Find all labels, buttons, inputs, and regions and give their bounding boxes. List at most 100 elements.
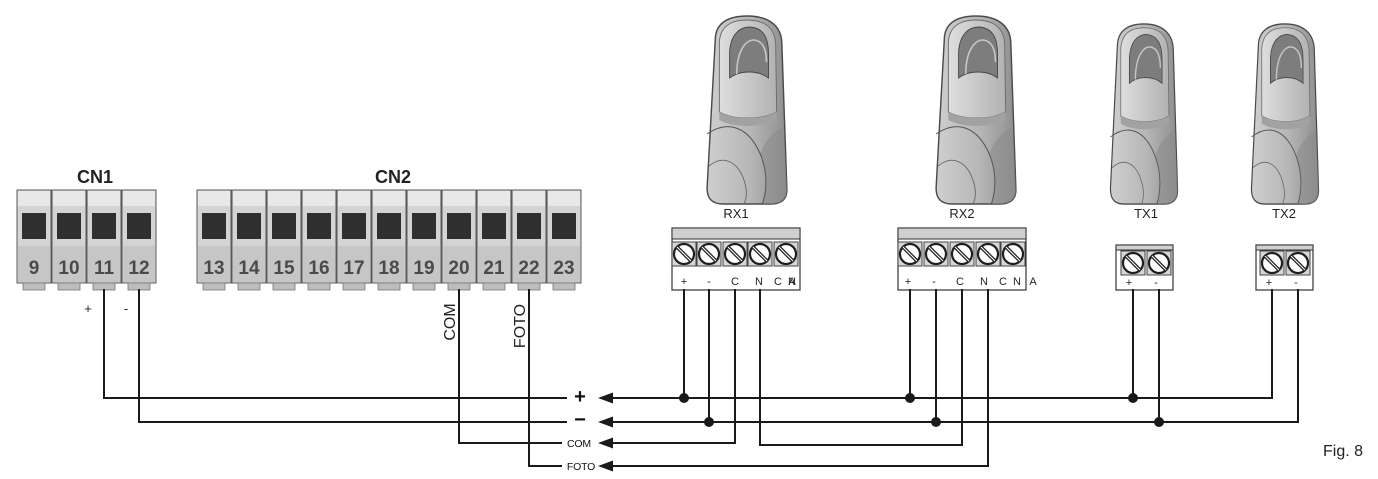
screw-terminal-icon bbox=[1259, 250, 1285, 276]
terminal-window bbox=[307, 213, 331, 239]
screw-terminal-icon bbox=[671, 241, 697, 267]
tx1-terminal-label: - bbox=[1154, 277, 1158, 289]
cn2-terminal-15: 15 bbox=[266, 189, 302, 291]
screw-terminal-icon bbox=[696, 241, 722, 267]
rx2-terminal-label: A bbox=[1029, 276, 1037, 288]
terminal-face bbox=[338, 246, 370, 282]
screw-terminal-icon bbox=[1000, 241, 1026, 267]
cn1-label: CN1 bbox=[77, 167, 113, 187]
tx1-terminal-block: TX1+- bbox=[1115, 206, 1174, 291]
tx2-terminal-block: TX2 + - bbox=[1255, 206, 1314, 291]
tx2-terminal-label: - bbox=[1294, 277, 1298, 289]
wire-cn1-minus bbox=[138, 289, 567, 423]
cn2-foto-label: FOTO bbox=[512, 304, 529, 348]
cn1-plus-label: + bbox=[84, 301, 92, 316]
cn2-terminal-18: 18 bbox=[371, 189, 407, 291]
tx2-terminal-label: + bbox=[1266, 277, 1272, 289]
wire-rx1-rx2-series bbox=[759, 289, 963, 446]
rx1-photocell-icon bbox=[706, 15, 788, 205]
bus-plus-line bbox=[611, 289, 1273, 399]
terminal-number: 23 bbox=[553, 258, 574, 279]
terminal-block-top bbox=[671, 227, 801, 240]
terminal-top bbox=[123, 191, 155, 206]
screw-terminal-icon bbox=[747, 241, 773, 267]
screw-slot-gap bbox=[928, 246, 944, 262]
terminal-number: 14 bbox=[238, 258, 260, 279]
terminal-number: 20 bbox=[448, 258, 469, 279]
cn2-terminal-21: 21 bbox=[476, 189, 512, 291]
terminal-block-top bbox=[897, 227, 1027, 240]
terminal-top bbox=[233, 191, 265, 206]
terminal-face bbox=[373, 246, 405, 282]
terminal-window bbox=[482, 213, 506, 239]
rx1-label: RX1 bbox=[723, 206, 748, 221]
bus-com-arrow-icon bbox=[598, 437, 613, 449]
terminal-window bbox=[57, 213, 81, 239]
terminal-top bbox=[268, 191, 300, 206]
terminal-face bbox=[303, 246, 335, 282]
terminal-top bbox=[443, 191, 475, 206]
tx2-label: TX2 bbox=[1272, 206, 1296, 221]
screw-slot-gap bbox=[980, 246, 996, 262]
screw-terminal-icon bbox=[722, 241, 748, 267]
terminal-number: 16 bbox=[308, 258, 329, 279]
wire-cn2-com bbox=[458, 289, 562, 444]
terminal-face bbox=[513, 246, 545, 282]
screw-slot-gap bbox=[1290, 255, 1306, 271]
terminal-tab bbox=[377, 282, 401, 291]
bus-plus-arrow-icon bbox=[598, 392, 613, 404]
terminal-number: 12 bbox=[128, 258, 149, 279]
screw-slot-gap bbox=[954, 246, 970, 262]
terminal-top bbox=[198, 191, 230, 206]
rx1-terminal-label: N bbox=[788, 276, 796, 288]
junction-dot bbox=[1154, 417, 1164, 427]
terminal-face bbox=[443, 246, 475, 282]
terminal-window bbox=[92, 213, 116, 239]
terminal-tab bbox=[237, 282, 261, 291]
terminal-tab bbox=[482, 282, 506, 291]
terminal-top bbox=[88, 191, 120, 206]
terminal-face bbox=[53, 246, 85, 282]
terminal-number: 17 bbox=[343, 258, 364, 279]
rx1-terminal-label: C bbox=[731, 276, 739, 288]
cn1-minus-label: - bbox=[124, 301, 128, 316]
terminal-window bbox=[272, 213, 296, 239]
terminal-tab bbox=[412, 282, 436, 291]
tx1-terminal-label: + bbox=[1126, 277, 1132, 289]
terminal-number: 13 bbox=[203, 258, 224, 279]
screw-slot-gap bbox=[1264, 255, 1280, 271]
terminal-top bbox=[303, 191, 335, 206]
terminal-tab bbox=[342, 282, 366, 291]
rx2-terminal-label: N bbox=[1013, 276, 1021, 288]
screw-slot-gap bbox=[1005, 246, 1021, 262]
terminal-number: 19 bbox=[413, 258, 434, 279]
terminal-window bbox=[22, 213, 46, 239]
terminal-top bbox=[478, 191, 510, 206]
bus-com-label: COM bbox=[567, 438, 591, 450]
terminal-tab bbox=[307, 282, 331, 291]
terminal-window bbox=[517, 213, 541, 239]
bus-plus-label: + bbox=[574, 386, 586, 408]
rx2-label: RX2 bbox=[949, 206, 974, 221]
terminal-top bbox=[18, 191, 50, 206]
terminal-face bbox=[233, 246, 265, 282]
rx2-terminal-label: C bbox=[956, 276, 964, 288]
rx2-terminal-label: - bbox=[932, 276, 936, 288]
rx1-terminal-label: C bbox=[774, 276, 782, 288]
cn1-terminal-11: 11 bbox=[86, 189, 122, 291]
screw-terminal-icon bbox=[897, 241, 923, 267]
terminal-block-top bbox=[1255, 244, 1314, 251]
screw-terminal-icon bbox=[975, 241, 1001, 267]
terminal-number: 21 bbox=[483, 258, 505, 279]
bus-foto-arrow-icon bbox=[598, 460, 613, 472]
terminal-tab bbox=[92, 282, 116, 291]
rx2-photocell-icon bbox=[935, 15, 1017, 205]
cn1-terminal-12: 12 bbox=[121, 189, 157, 291]
junction-dot bbox=[679, 393, 689, 403]
terminal-number: 22 bbox=[518, 258, 539, 279]
terminal-window bbox=[447, 213, 471, 239]
